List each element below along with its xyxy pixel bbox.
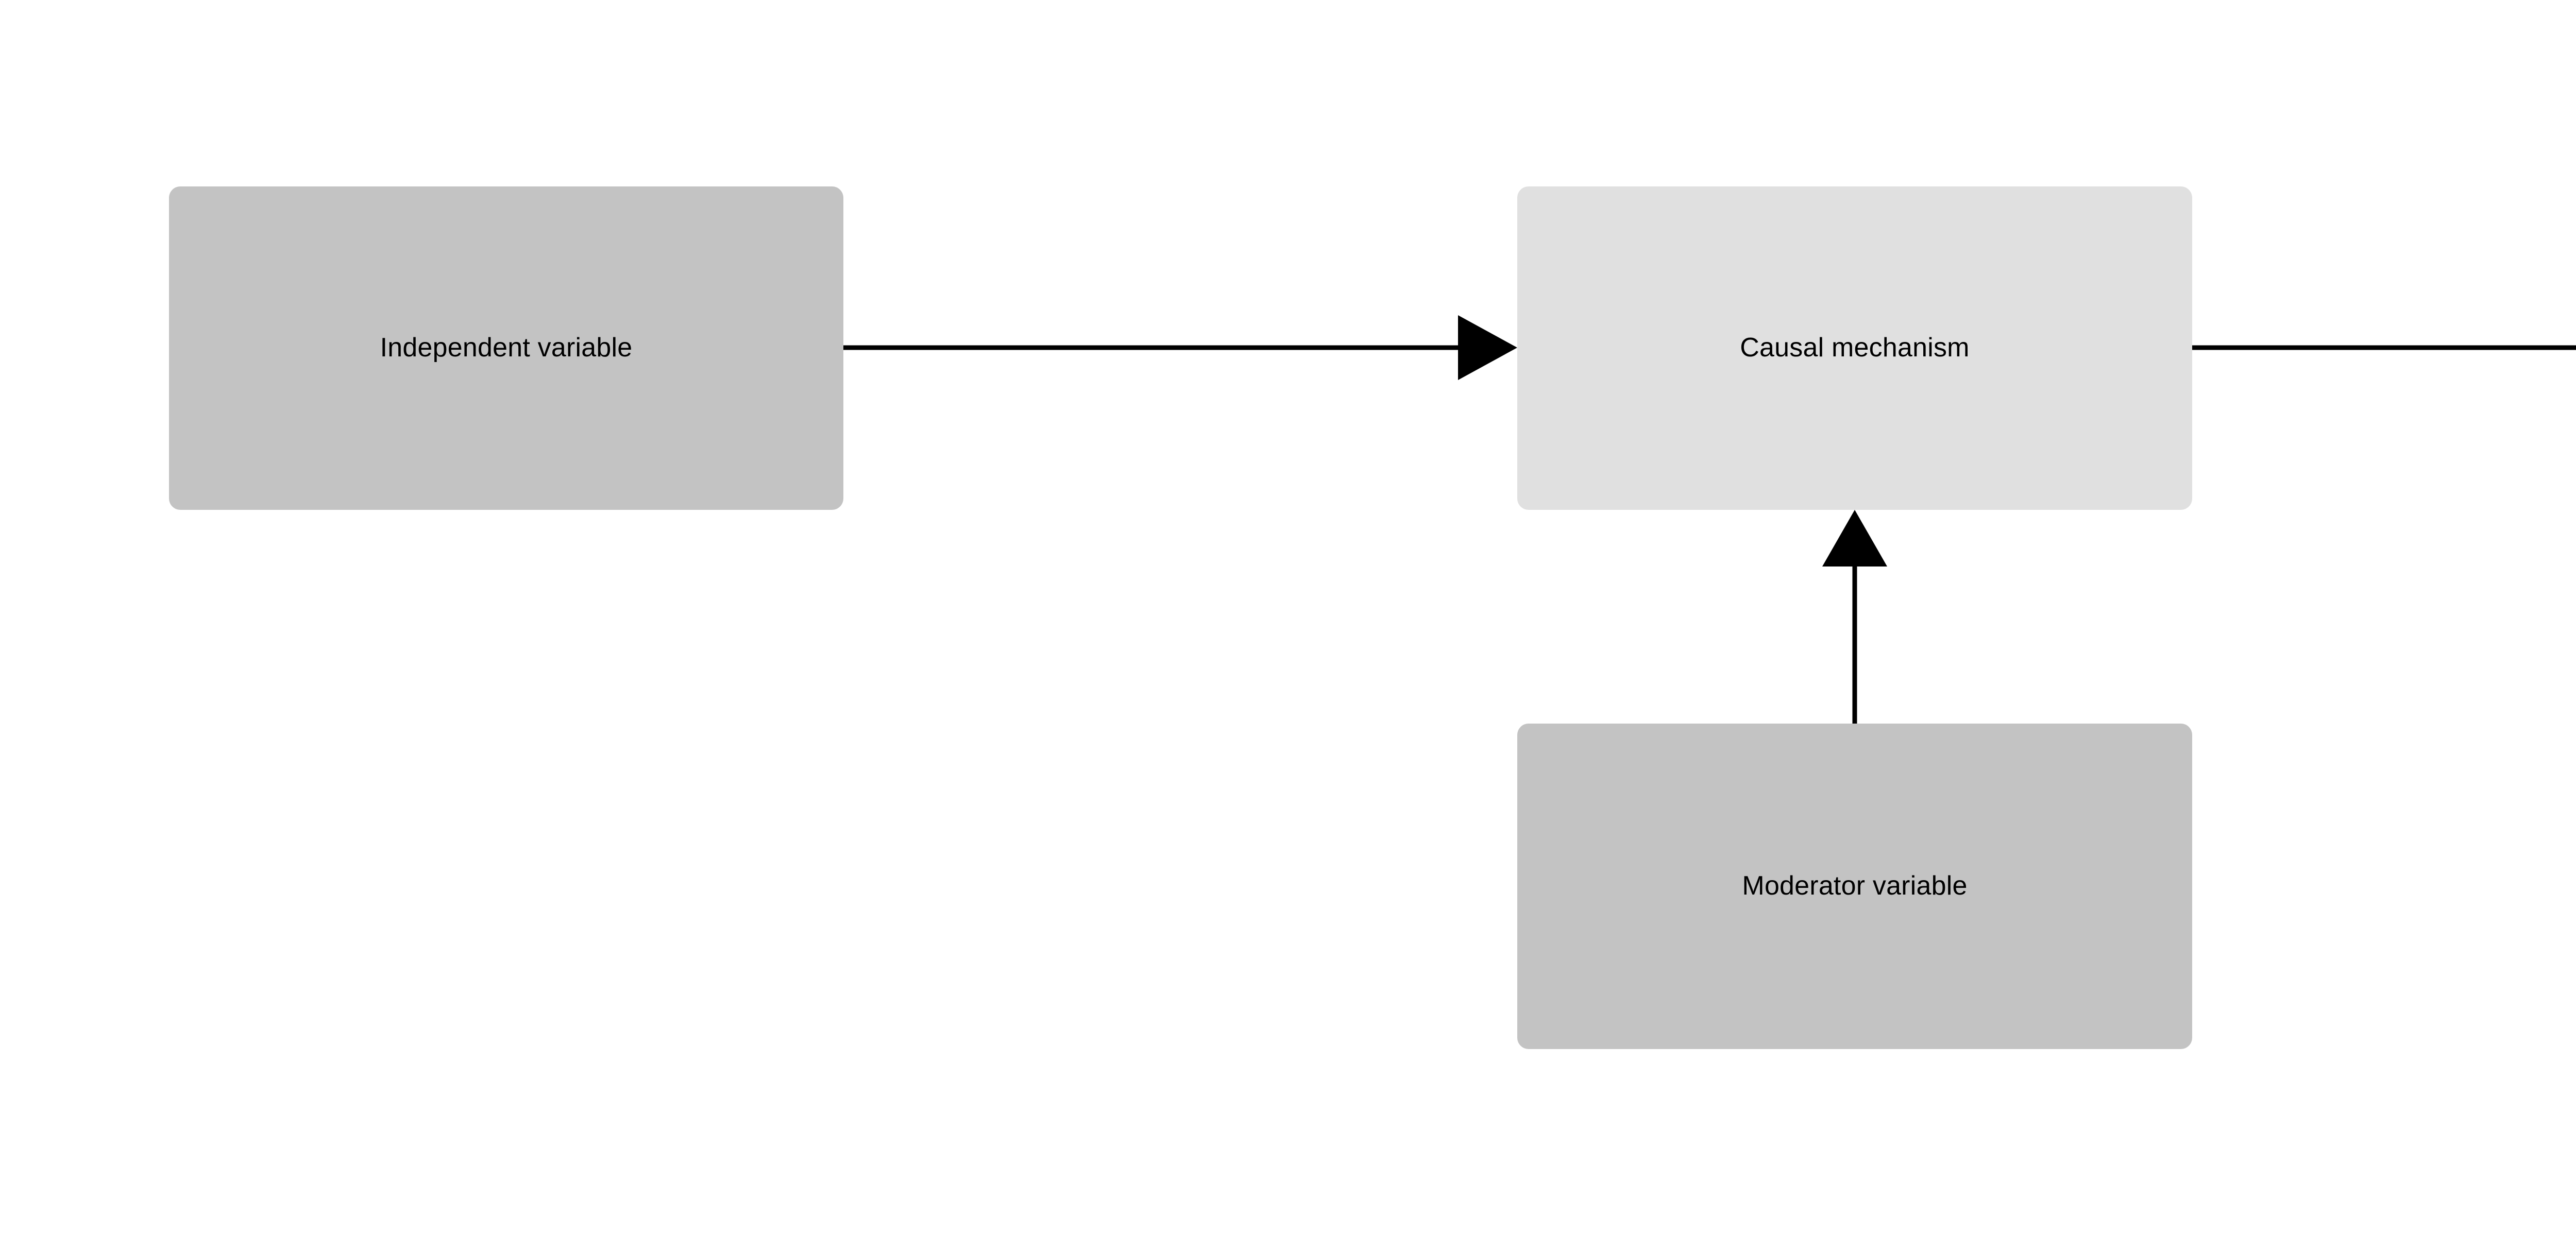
edge-independent-to-causal-arrowhead xyxy=(1458,315,1517,380)
edge-moderator-to-causal-arrowhead xyxy=(1822,510,1887,566)
node-causal-mechanism[interactable]: Causal mechanism xyxy=(1517,186,2192,510)
node-moderator-variable[interactable]: Moderator variable xyxy=(1517,724,2192,1049)
edge-moderator-to-causal xyxy=(1822,510,1887,726)
node-causal-mechanism-label: Causal mechanism xyxy=(1740,333,1970,363)
node-moderator-variable-label: Moderator variable xyxy=(1742,871,1968,901)
node-independent-variable-label: Independent variable xyxy=(380,333,633,363)
node-independent-variable[interactable]: Independent variable xyxy=(169,186,843,510)
edge-independent-to-causal xyxy=(841,315,1517,380)
edge-causal-to-dependent xyxy=(2190,345,2576,350)
